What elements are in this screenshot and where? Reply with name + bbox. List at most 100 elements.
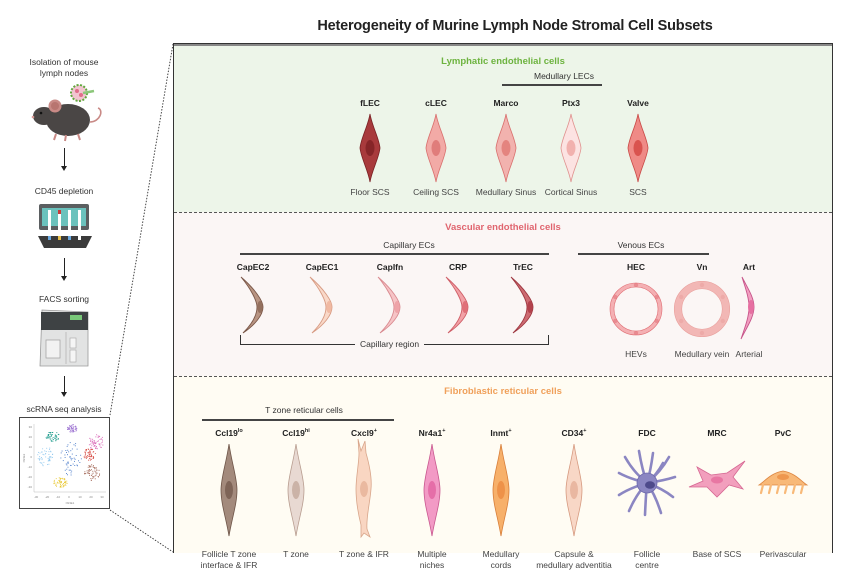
facs-sorter-icon: [39, 309, 89, 367]
step-label-line: lymph nodes: [39, 68, 89, 78]
cell-name: cLEC: [425, 98, 447, 108]
group-line: [502, 84, 602, 86]
tsne-y-tick: 10: [29, 445, 33, 449]
cell-location-line: Medullary: [482, 549, 520, 559]
cell-location-line: medullary adventitia: [536, 560, 612, 570]
section-lymphatic-endothelial: Lymphatic endothelial cells Medullary LE…: [174, 44, 832, 212]
cell-name-superscript: +: [583, 428, 587, 435]
cell-name: CapEC1: [305, 262, 339, 272]
cell-location-line: Base of SCS: [692, 549, 742, 559]
cell-name: CD34+: [539, 428, 609, 438]
cell-location: Medullary vein: [674, 349, 730, 359]
frc-spindle-cell-icon: [287, 443, 305, 537]
cell-location: T zone: [248, 549, 344, 560]
cell-location: Arterial: [735, 349, 763, 359]
tsne-y-tick: 20: [29, 435, 33, 439]
section-vascular-endothelial: Vascular endothelial cells Capillary ECs…: [174, 212, 832, 376]
cell-name-superscript: +: [442, 428, 446, 435]
frc-spindle-cell-icon: [565, 443, 583, 537]
lec-cell-icon: [560, 113, 582, 183]
group-label-capillary-ecs: Capillary ECs: [383, 240, 435, 250]
tsne-y-tick: 30: [29, 425, 33, 429]
cell-location-line: cords: [490, 560, 512, 570]
workflow-arrow: [64, 376, 66, 392]
tsne-ylabel: tSNE2: [22, 453, 26, 462]
frc-spindle-cell-icon: [423, 443, 441, 537]
fdc-dendritic-cell-icon: [617, 449, 677, 517]
cell-location-line: Follicle T zone: [201, 549, 257, 559]
capillary-cell-icon: [240, 276, 264, 334]
tsne-cluster: [67, 424, 78, 433]
lec-cell-icon: [359, 113, 381, 183]
tsne-x-tick: 0: [68, 495, 70, 499]
cell-name: FDC: [612, 428, 682, 438]
section-title-lec: Lymphatic endothelial cells: [441, 56, 565, 67]
cell-name-superscript: +: [373, 428, 377, 435]
group-label-venous-ecs: Venous ECs: [617, 240, 665, 250]
mrc-stellate-cell-icon: [688, 460, 746, 498]
cell-name-base: Cxcl9: [351, 428, 374, 438]
cell-location: Capsule &medullary adventitia: [526, 549, 622, 571]
cell-location: Perivascular: [735, 549, 831, 560]
cell-location-line: T zone & IFR: [339, 549, 389, 559]
tsne-cluster: [37, 447, 54, 467]
cell-name: CRP: [449, 262, 467, 272]
step-label-facs: FACS sorting: [38, 294, 90, 304]
cell-location-line: niches: [419, 560, 445, 570]
cell-name-superscript: +: [508, 428, 512, 435]
cell-name: CapEC2: [236, 262, 270, 272]
arterial-cell-icon: [740, 276, 755, 340]
cell-name-base: FDC: [638, 428, 656, 438]
cell-location-line: interface & IFR: [200, 560, 258, 570]
cell-name: Marco: [493, 98, 519, 108]
cell-name-superscript: hi: [304, 428, 310, 435]
group-line: [578, 253, 709, 255]
lec-cell-icon: [425, 113, 447, 183]
section-title-frc: Fibroblastic reticular cells: [444, 386, 562, 397]
cell-name: Valve: [627, 98, 649, 108]
tsne-y-tick: -30: [28, 485, 33, 489]
section-fibroblastic-reticular: Fibroblastic reticular cells T zone reti…: [174, 376, 832, 570]
cell-location-line: Perivascular: [759, 549, 807, 559]
capillary-cell-icon: [445, 276, 469, 334]
cell-name: Cxcl9+: [329, 428, 399, 438]
tsne-x-tick: -20: [45, 495, 50, 499]
cell-location: HEVs: [625, 349, 647, 359]
group-line: [202, 419, 394, 421]
cell-location: Floor SCS: [350, 187, 390, 197]
venous-vessel-icon: [673, 281, 731, 337]
cell-location: Medullary Sinus: [475, 187, 537, 197]
frc-spindle-cell-icon: [492, 443, 510, 537]
cell-location-line: Multiple: [417, 549, 447, 559]
cell-name: Inmt+: [466, 428, 536, 438]
mouse-lymph-node-icon: [31, 84, 102, 142]
capillary-cell-icon: [510, 276, 534, 334]
cell-name: fLEC: [360, 98, 380, 108]
venous-vessel-icon: [609, 282, 663, 336]
cell-name-base: CD34: [561, 428, 584, 438]
zoom-connector-lines: [109, 43, 174, 553]
tsne-cluster: [60, 442, 82, 476]
cell-name-base: Nr4a1: [418, 428, 443, 438]
stromal-cell-panel: Lymphatic endothelial cells Medullary LE…: [173, 43, 833, 570]
tsne-cluster: [83, 448, 96, 461]
cell-name-base: Inmt: [490, 428, 509, 438]
tsne-x-tick: -10: [56, 495, 61, 499]
magnetic-column-rack-icon: [38, 204, 92, 248]
cell-name-base: Ccl19: [282, 428, 305, 438]
tsne-cluster: [84, 464, 101, 481]
cell-location: SCS: [629, 187, 647, 197]
cell-name-base: PvC: [774, 428, 792, 438]
cell-location: Cortical Sinus: [544, 187, 598, 197]
lec-cell-icon: [495, 113, 517, 183]
capillary-cell-icon: [309, 276, 333, 334]
section-title-vec: Vascular endothelial cells: [445, 222, 561, 233]
cell-name: Ptx3: [562, 98, 580, 108]
arrow-head-icon: [61, 276, 67, 281]
tsne-cluster: [88, 434, 104, 450]
